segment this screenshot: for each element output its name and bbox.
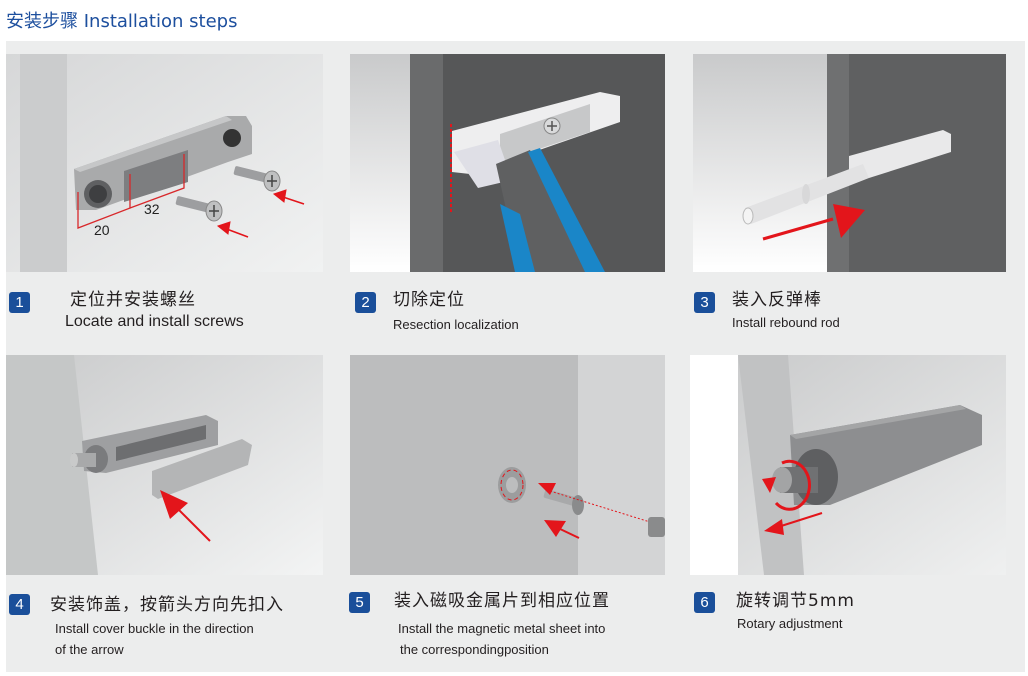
step-number-badge: 4: [9, 594, 30, 615]
step-title-en-line2: of the arrow: [55, 642, 124, 657]
step-title-en-line1: Install cover buckle in the direction: [55, 621, 254, 636]
step-title-cn: 装入磁吸金属片到相应位置: [394, 591, 610, 611]
step-6-illustration: [690, 355, 1006, 575]
step-1-illustration: 20 32: [6, 54, 323, 272]
screw-icon: [175, 196, 223, 222]
step-2-illustration: [350, 54, 665, 272]
arrow-icon: [764, 519, 784, 535]
step-number-badge: 5: [349, 592, 370, 613]
step-number-badge: 6: [694, 592, 715, 613]
page-title: 安装步骤 Installation steps: [6, 11, 238, 32]
step-3-illustration: [693, 54, 1006, 272]
arrow-icon: [544, 520, 566, 537]
step-title-en-line1: Install the magnetic metal sheet into: [398, 621, 606, 636]
step-number-badge: 3: [694, 292, 715, 313]
step-title-en-line2: the correspondingposition: [400, 642, 549, 657]
dimension-20: 20: [94, 222, 110, 238]
step-title-cn: 定位并安装螺丝: [70, 290, 196, 310]
step-title-cn: 安装饰盖，按箭头方向先扣入: [50, 595, 284, 615]
step-title-en: Rotary adjustment: [737, 616, 843, 631]
step-title-en: Resection localization: [393, 317, 519, 332]
step-5-illustration: [350, 355, 665, 575]
arrow-icon: [833, 204, 865, 238]
step-title-cn: 切除定位: [393, 290, 465, 310]
screw-icon: [233, 166, 281, 192]
arrow-icon: [216, 189, 305, 238]
step-number-badge: 1: [9, 292, 30, 313]
dimension-32: 32: [144, 201, 160, 217]
step-title-cn: 旋转调节5mm: [736, 591, 855, 611]
step-title-en: Locate and install screws: [65, 313, 244, 330]
step-title-en: Install rebound rod: [732, 315, 840, 330]
step-4-illustration: [6, 355, 323, 575]
arrow-icon: [160, 490, 188, 519]
step-title-cn: 装入反弹棒: [732, 290, 822, 310]
step-number-badge: 2: [355, 292, 376, 313]
